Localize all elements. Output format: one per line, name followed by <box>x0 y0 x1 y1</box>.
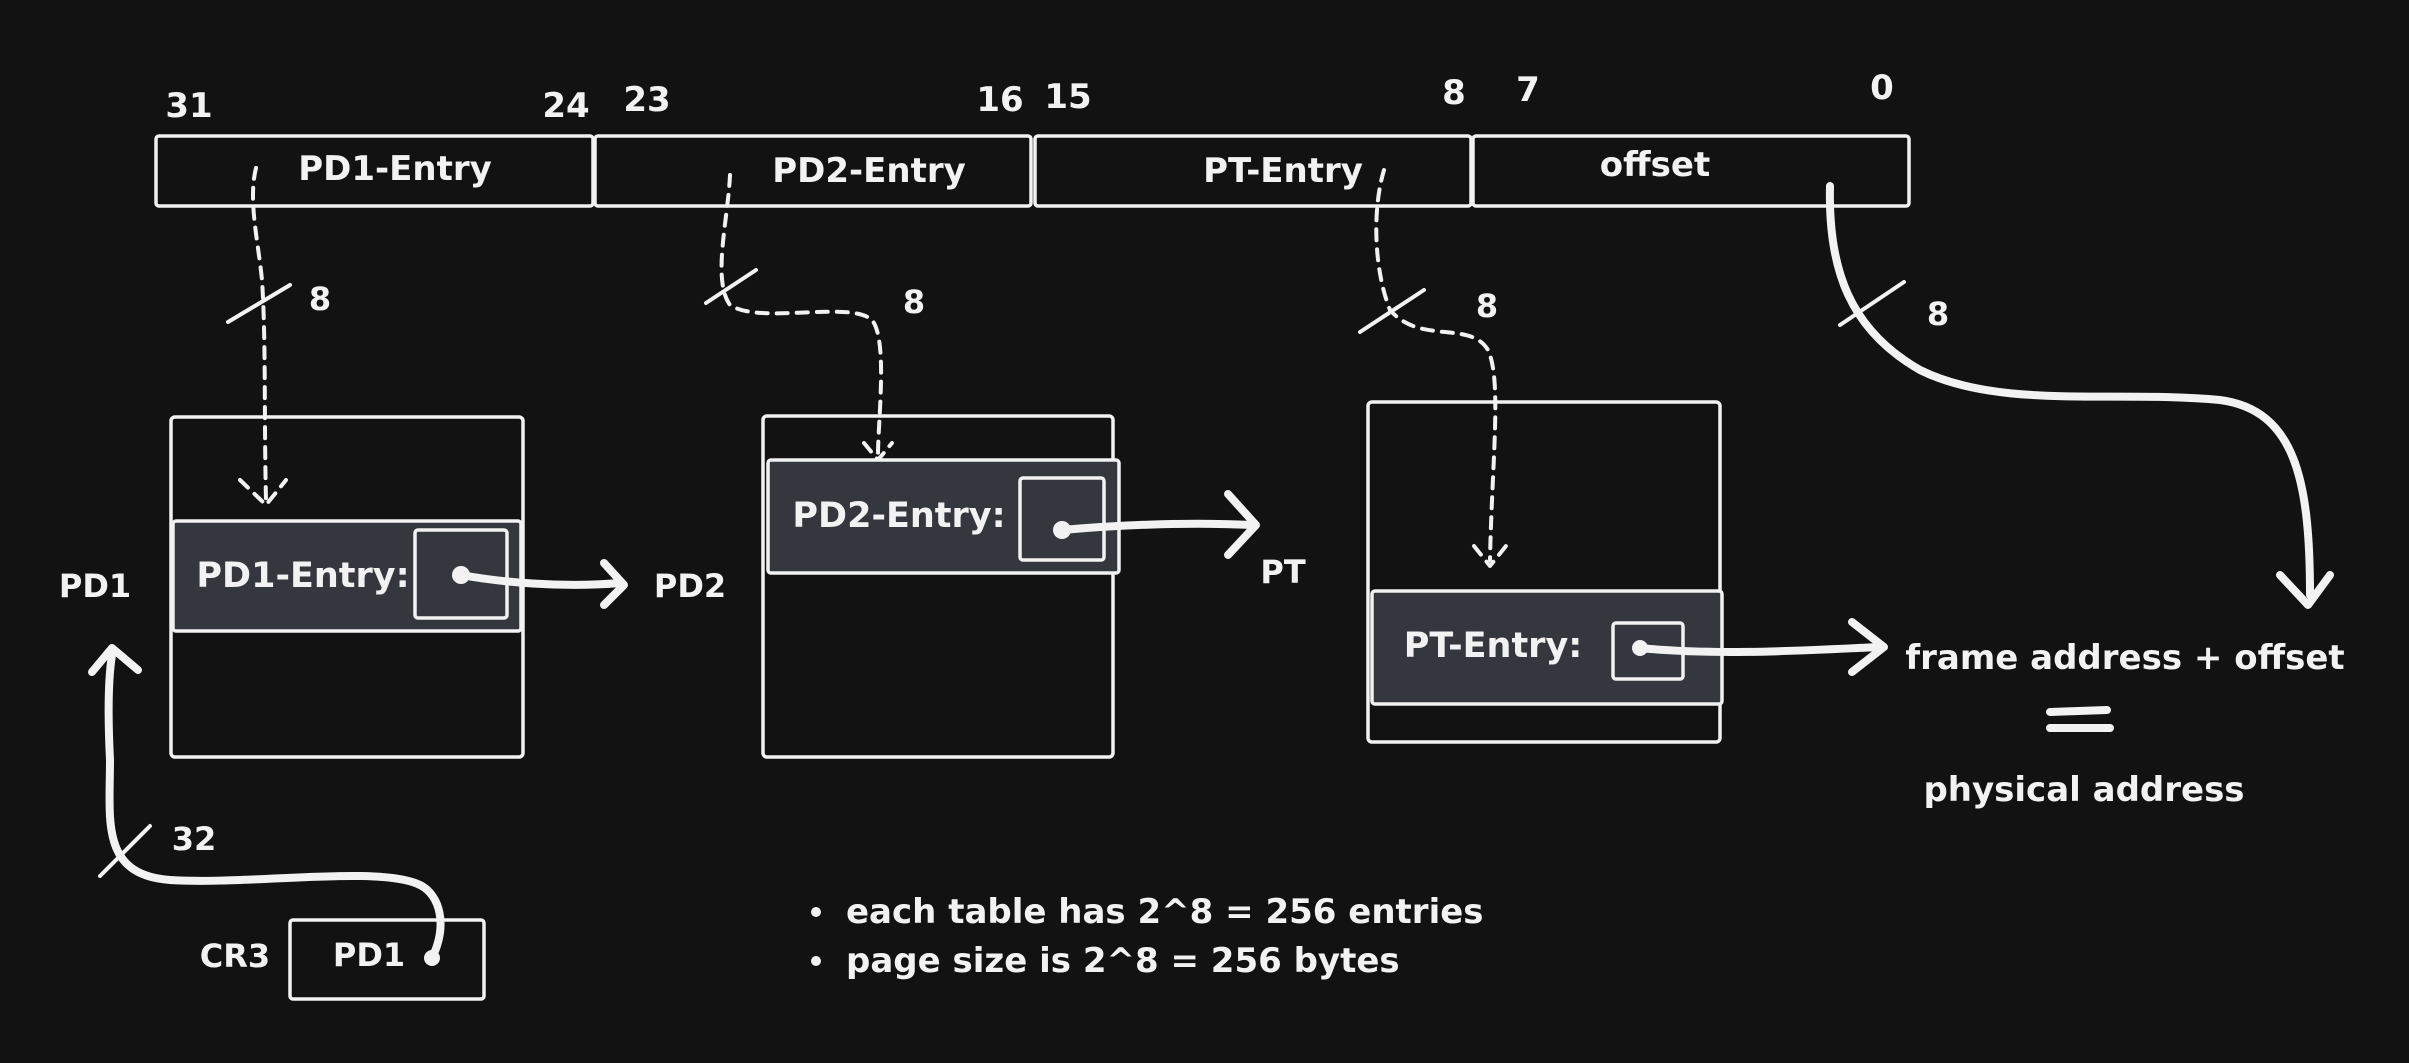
pd1-entry-label: PD1-Entry: <box>196 556 409 596</box>
address-bar: PD1-Entry PD2-Entry PT-Entry offset 31 2… <box>154 68 1911 208</box>
equals-sign-line-top <box>2046 706 2111 716</box>
bit-24: 24 <box>542 86 589 126</box>
field-offset-label: offset <box>1600 145 1710 185</box>
pd1-table-name: PD1 <box>59 567 131 605</box>
note-bullet-1 <box>811 907 821 917</box>
field-pt-entry-label: PT-Entry <box>1203 151 1363 191</box>
pd1-index-arrow <box>250 166 268 502</box>
pd1-to-pd2-arrow <box>457 571 624 589</box>
pt-to-frame-arrowhead <box>1848 618 1888 676</box>
offset-to-result-arrow <box>1825 182 2314 599</box>
pd1-table: PD1-Entry: PD1 <box>59 415 525 759</box>
bit-23: 23 <box>623 80 670 120</box>
field-offset-box <box>1471 134 1911 208</box>
cr3-register: CR3 PD1 32 <box>98 820 486 1001</box>
bit-8: 8 <box>1442 73 1466 113</box>
note-2: page size is 2^8 = 256 bytes <box>846 941 1400 981</box>
pd2-to-pt-arrow <box>1058 519 1256 534</box>
pt-index-arrowhead <box>1472 544 1508 568</box>
pd2-entry-label: PD2-Entry: <box>792 496 1005 536</box>
pt-table-name: PT <box>1260 553 1305 591</box>
notes: each table has 2^8 = 256 entries page si… <box>811 892 1484 981</box>
field-pd2-entry-box <box>593 134 1033 208</box>
result-top-label: frame address + offset <box>1905 638 2344 678</box>
bit-0: 0 <box>1870 68 1894 108</box>
cr3-value-box <box>288 918 486 1001</box>
offset-width-tick <box>1838 280 1906 327</box>
field-pd2-entry-label: PD2-Entry <box>772 151 966 191</box>
pd1-width-tick <box>226 283 292 324</box>
bit-7: 7 <box>1516 70 1540 110</box>
pd2-index-arrow <box>719 173 884 457</box>
cr3-width-label: 32 <box>172 820 217 858</box>
pt-entry-row <box>1370 589 1724 706</box>
pt-to-frame-arrow <box>1636 643 1884 656</box>
field-pd1-entry-label: PD1-Entry <box>298 149 492 189</box>
pd1-index-arrowhead <box>238 478 288 507</box>
pd2-to-pt-arrowhead <box>1224 490 1260 559</box>
note-bullet-2 <box>811 956 821 966</box>
pt-entry-label: PT-Entry: <box>1404 626 1583 666</box>
pd1-to-pd2-arrowhead <box>600 559 628 609</box>
pd2-table-frame <box>761 414 1115 759</box>
index-arrows <box>238 166 1508 568</box>
pd1-width-label: 8 <box>309 280 331 318</box>
pd2-table-name: PD2 <box>654 567 726 605</box>
pd2-table: PD2-Entry: PD2 <box>654 414 1121 759</box>
pt-table-frame <box>1366 400 1722 744</box>
note-1: each table has 2^8 = 256 entries <box>846 892 1484 932</box>
field-pt-entry-box <box>1033 134 1473 208</box>
cr3-pointer-dot <box>424 950 440 966</box>
pd1-entry-row <box>171 519 523 633</box>
offset-width-label: 8 <box>1927 295 1949 333</box>
pd2-entry-row <box>766 458 1121 575</box>
result: frame address + offset physical address <box>1905 638 2344 810</box>
pt-table: PT-Entry: PT <box>1260 400 1724 744</box>
pd2-width-label: 8 <box>903 283 925 321</box>
bit-31: 31 <box>165 86 212 126</box>
cr3-to-pd1-arrow <box>104 651 445 962</box>
pt-width-tick <box>1358 288 1426 334</box>
pt-index-arrow <box>1374 168 1498 562</box>
offset-to-result-arrowhead <box>2276 571 2334 609</box>
width-ticks: 8 8 8 8 <box>226 268 1949 334</box>
pd2-entry-pointer-box <box>1018 476 1106 562</box>
result-bottom-label: physical address <box>1923 770 2244 810</box>
pt-width-label: 8 <box>1476 287 1498 325</box>
cr3-to-pd1-arrowhead <box>88 644 142 676</box>
pd2-width-tick <box>704 268 758 305</box>
bit-15: 15 <box>1044 77 1091 117</box>
cr3-value-label: PD1 <box>333 936 405 974</box>
cr3-label: CR3 <box>200 937 270 975</box>
pd1-entry-pointer-box <box>413 528 509 620</box>
cr3-width-tick <box>98 824 152 878</box>
bit-16: 16 <box>976 80 1023 120</box>
field-pd1-entry-box <box>154 134 595 208</box>
pd1-table-frame <box>169 415 525 759</box>
